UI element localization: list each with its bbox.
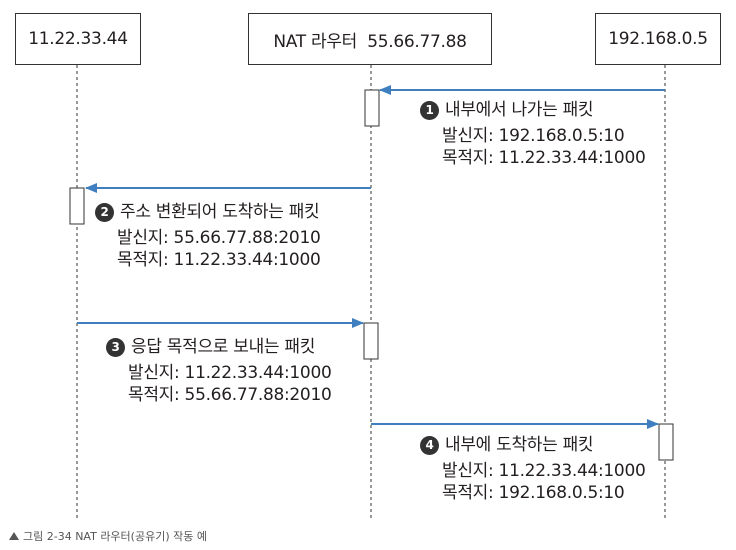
message-2-destination: 목적지: 11.22.33.44:1000: [117, 250, 321, 270]
step-3-badge: 3: [106, 337, 125, 357]
activation-router-3: [363, 322, 379, 360]
message-4-source: 발신지: 11.22.33.44:1000: [442, 461, 646, 481]
participant-client-label: 11.22.33.44: [28, 29, 128, 49]
message-4-title: 내부에 도착하는 패킷: [445, 435, 594, 455]
message-4-label: 4 내부에 도착하는 패킷 발신지: 11.22.33.44:1000 목적지: …: [420, 434, 646, 504]
participant-internal-host-box: 192.168.0.5: [595, 13, 721, 65]
participant-nat-router-box: NAT 라우터 55.66.77.88: [248, 13, 492, 65]
message-1-destination: 목적지: 11.22.33.44:1000: [442, 148, 646, 168]
figure-caption: 그림 2-34 NAT 라우터(공유기) 작동 예: [9, 528, 207, 544]
message-3-destination: 목적지: 55.66.77.88:2010: [128, 385, 332, 405]
activation-client-2: [69, 187, 85, 225]
figure-caption-text: 그림 2-34 NAT 라우터(공유기) 작동 예: [23, 530, 207, 543]
message-4-destination: 목적지: 192.168.0.5:10: [442, 483, 625, 503]
message-2-title: 주소 변환되어 도착하는 패킷: [120, 202, 320, 222]
message-1-title: 내부에서 나가는 패킷: [445, 100, 594, 120]
message-2-label: 2 주소 변환되어 도착하는 패킷 발신지: 55.66.77.88:2010 목…: [95, 201, 321, 271]
participant-nat-router-label: NAT 라우터 55.66.77.88: [273, 31, 467, 52]
participant-client-box: 11.22.33.44: [15, 13, 141, 65]
message-1-label: 1 내부에서 나가는 패킷 발신지: 192.168.0.5:10 목적지: 11…: [420, 99, 646, 169]
participant-internal-host-label: 192.168.0.5: [608, 29, 708, 49]
activation-host-4: [658, 423, 674, 461]
step-1-badge: 1: [420, 100, 439, 120]
message-3-title: 응답 목적으로 보내는 패킷: [131, 337, 316, 357]
step-2-badge: 2: [95, 202, 114, 222]
activation-router-1: [364, 89, 380, 127]
message-1-source: 발신지: 192.168.0.5:10: [442, 126, 625, 146]
message-3-source: 발신지: 11.22.33.44:1000: [128, 363, 332, 383]
message-3-label: 3 응답 목적으로 보내는 패킷 발신지: 11.22.33.44:1000 목적…: [106, 336, 332, 406]
step-4-badge: 4: [420, 435, 439, 455]
triangle-icon: [9, 532, 19, 540]
message-2-source: 발신지: 55.66.77.88:2010: [117, 228, 321, 248]
